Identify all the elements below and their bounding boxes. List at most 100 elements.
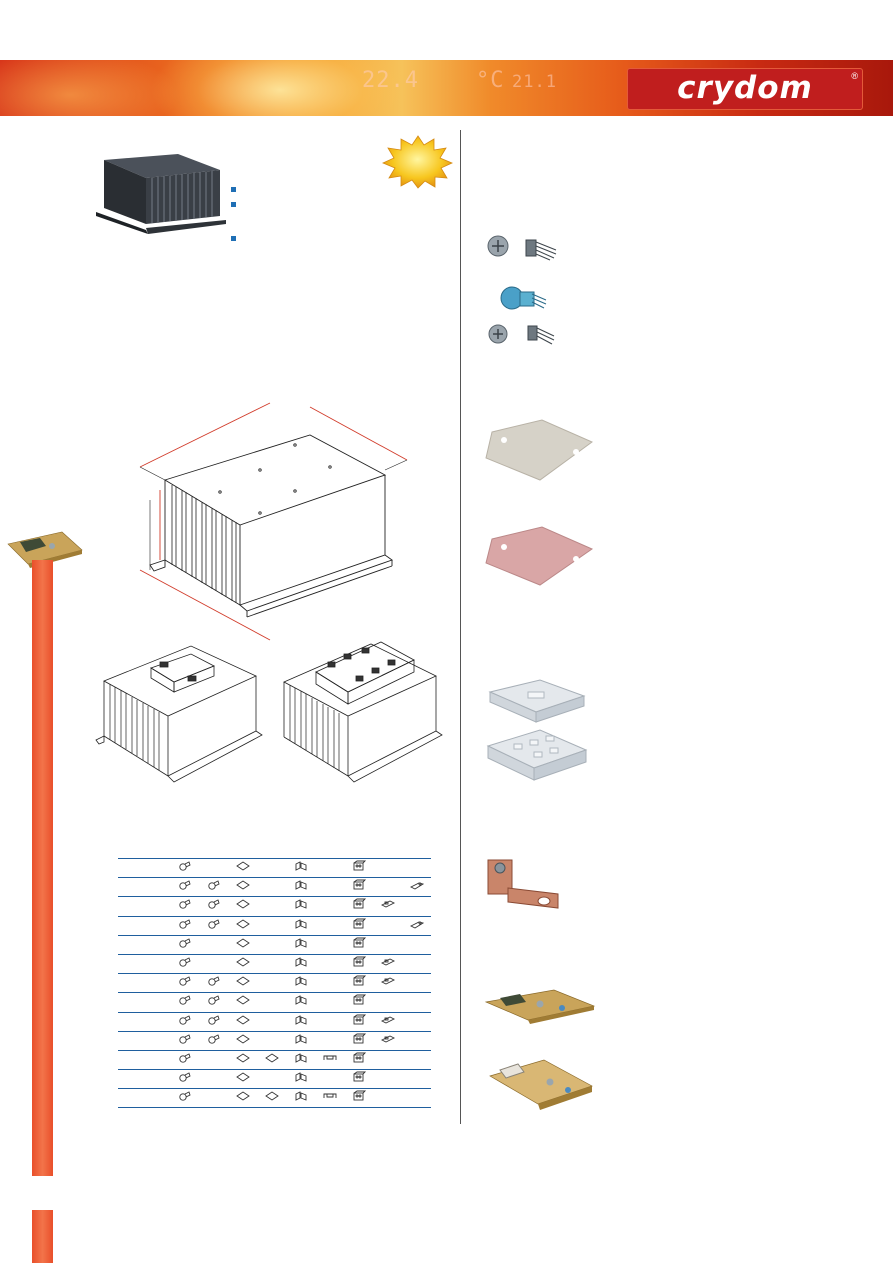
table-row bbox=[118, 1088, 431, 1109]
bullet-icon bbox=[231, 187, 236, 192]
clamp-icon bbox=[294, 936, 308, 953]
table-cell bbox=[402, 954, 431, 975]
table-cell bbox=[315, 857, 344, 879]
screw-icon bbox=[178, 1070, 192, 1087]
table-cell bbox=[286, 916, 315, 936]
table-cell bbox=[199, 1012, 228, 1032]
clamp-icon bbox=[294, 917, 308, 934]
table-row bbox=[118, 992, 431, 1013]
row-label-cell bbox=[118, 1069, 170, 1090]
screw-icon bbox=[207, 974, 221, 991]
lug-icon bbox=[409, 917, 424, 934]
table-cell bbox=[344, 877, 373, 898]
screw-icon bbox=[178, 974, 192, 991]
cover-icon bbox=[352, 1032, 366, 1049]
table-cell bbox=[402, 896, 431, 917]
table-cell bbox=[402, 857, 431, 879]
clamp-icon bbox=[294, 1070, 308, 1087]
table-row bbox=[118, 973, 431, 994]
plate-icon bbox=[235, 955, 250, 972]
table-cell bbox=[170, 1088, 199, 1109]
table-cell bbox=[199, 1088, 228, 1109]
table-cell bbox=[199, 1031, 228, 1051]
screw-icon bbox=[178, 1089, 192, 1106]
row-label-cell bbox=[118, 992, 170, 1013]
cover-icon bbox=[352, 1013, 366, 1030]
banner-display-right: 21.1 bbox=[512, 72, 557, 92]
table-cell bbox=[373, 973, 402, 994]
row-label-cell bbox=[118, 1012, 170, 1032]
bullet-icon bbox=[231, 202, 236, 207]
table-cell bbox=[344, 1088, 373, 1109]
table-cell bbox=[315, 992, 344, 1013]
table-cell bbox=[170, 877, 199, 898]
cover-icon bbox=[352, 917, 366, 934]
table-cell bbox=[373, 1012, 402, 1032]
screw-pair-photo bbox=[487, 235, 557, 261]
table-cell bbox=[315, 1069, 344, 1090]
row-label-cell bbox=[118, 954, 170, 975]
left-accent-bar-bottom bbox=[32, 1210, 53, 1263]
din-icon bbox=[380, 955, 395, 972]
table-cell bbox=[344, 857, 373, 879]
table-cell bbox=[257, 1012, 286, 1032]
table-cell bbox=[257, 896, 286, 917]
table-cell bbox=[286, 1069, 315, 1090]
plate-icon bbox=[235, 1051, 250, 1068]
table-cell bbox=[257, 1088, 286, 1109]
table-cell bbox=[228, 1012, 257, 1032]
table-cell bbox=[373, 935, 402, 955]
banner-display-unit: °C bbox=[476, 68, 505, 93]
bullet-icon bbox=[231, 236, 236, 241]
plate-icon bbox=[235, 936, 250, 953]
table-cell bbox=[344, 954, 373, 975]
table-cell bbox=[373, 1050, 402, 1071]
screw-icon bbox=[178, 1032, 192, 1049]
row-label-cell bbox=[118, 857, 170, 879]
rail-icon bbox=[323, 1051, 337, 1068]
clamp-icon bbox=[294, 897, 308, 914]
rail-icon bbox=[323, 1089, 337, 1106]
screw-icon bbox=[178, 1051, 192, 1068]
table-cell bbox=[373, 992, 402, 1013]
table-cell bbox=[373, 1069, 402, 1090]
table-cell bbox=[228, 896, 257, 917]
screw-icon bbox=[207, 1032, 221, 1049]
row-label-cell bbox=[118, 1031, 170, 1051]
cover-icon bbox=[352, 859, 366, 876]
din-icon bbox=[380, 1013, 395, 1030]
table-cell bbox=[228, 935, 257, 955]
brand-logo[interactable]: crydom ® bbox=[627, 68, 863, 110]
cover-icon bbox=[352, 936, 366, 953]
screw-icon bbox=[178, 859, 192, 876]
table-cell bbox=[257, 935, 286, 955]
registered-mark: ® bbox=[851, 71, 858, 81]
table-cell bbox=[257, 877, 286, 898]
table-cell bbox=[344, 896, 373, 917]
table-cell bbox=[257, 992, 286, 1013]
table-cell bbox=[170, 916, 199, 936]
plate-icon bbox=[235, 878, 250, 895]
table-cell bbox=[344, 1012, 373, 1032]
row-label-cell bbox=[118, 935, 170, 955]
screw-icon bbox=[178, 878, 192, 895]
table-cell bbox=[402, 916, 431, 936]
cover-icon bbox=[352, 1089, 366, 1106]
table-cell bbox=[315, 1088, 344, 1109]
table-cell bbox=[199, 1069, 228, 1090]
table-row bbox=[118, 1031, 431, 1051]
table-cell bbox=[344, 1050, 373, 1071]
table-cell bbox=[373, 857, 402, 879]
din-icon bbox=[380, 974, 395, 991]
cover-icon bbox=[352, 878, 366, 895]
plate-icon bbox=[264, 1051, 279, 1068]
table-cell bbox=[257, 1069, 286, 1090]
clamp-icon bbox=[294, 1013, 308, 1030]
table-cell bbox=[344, 992, 373, 1013]
table-cell bbox=[315, 896, 344, 917]
plate-icon bbox=[235, 1013, 250, 1030]
left-accent-bar bbox=[32, 560, 53, 1176]
row-label-cell bbox=[118, 973, 170, 994]
table-cell bbox=[228, 1069, 257, 1090]
table-row bbox=[118, 1050, 431, 1071]
